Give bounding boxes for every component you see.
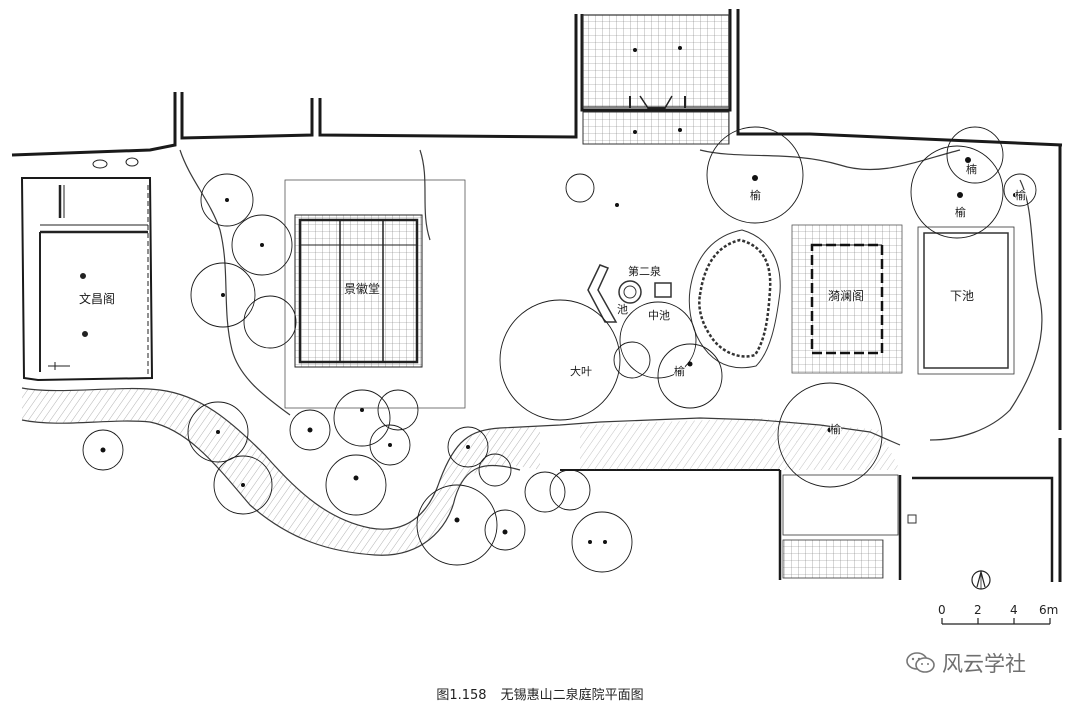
figure-caption: 图1.158 无锡惠山二泉庭院平面图 (0, 684, 1080, 703)
tree-tag: 榆 (674, 365, 685, 378)
tree-trunks (100, 46, 1017, 544)
scale-tick-label: 2 (974, 603, 982, 617)
scale-tick-label: 0 (938, 603, 946, 617)
tree-tag: 榆 (955, 206, 966, 219)
left-hall (39, 157, 149, 375)
outer-walls (11, 9, 1063, 582)
tree-tag: 榆 (1015, 189, 1026, 202)
watermark-text: 风云学社 (942, 652, 1026, 676)
watermark: 风云学社 (906, 648, 1026, 678)
lower-courts (782, 474, 917, 579)
scale-bar (941, 618, 1051, 625)
figure-number: 图1.158 (436, 688, 487, 703)
scale-labels: 0 2 4 6m (935, 603, 1059, 617)
wechat-icon (906, 652, 935, 673)
tree-tag: 楠 (966, 163, 977, 176)
label-zhong-chi: 中池 (648, 309, 670, 322)
label-di-er-quan: 第二泉 (628, 265, 661, 278)
label-shang-chi: 池 (617, 303, 628, 316)
scale-tick-label: 6m (1039, 603, 1059, 617)
label-xia-chi: 下池 (950, 289, 975, 303)
scale-tick-label: 4 (1010, 603, 1018, 617)
ponds (587, 226, 1015, 375)
north-arrow-icon (971, 569, 991, 590)
top-annex (582, 14, 730, 145)
tree-canopies (82, 126, 1037, 573)
room-label-wenchang-ge: 文昌阁 (79, 292, 116, 306)
figure-title: 无锡惠山二泉庭院平面图 (500, 688, 644, 703)
room-label-jingde-tang: 景徽堂 (344, 282, 381, 296)
room-label-shu-lan-ge: 漪澜阁 (828, 289, 865, 303)
tree-tag: 榆 (750, 189, 761, 202)
label-da-ye: 大叶 (570, 365, 592, 378)
tree-tag: 榆 (830, 423, 841, 436)
middle-pavilion (791, 224, 903, 374)
rockery-hatch (22, 388, 900, 556)
